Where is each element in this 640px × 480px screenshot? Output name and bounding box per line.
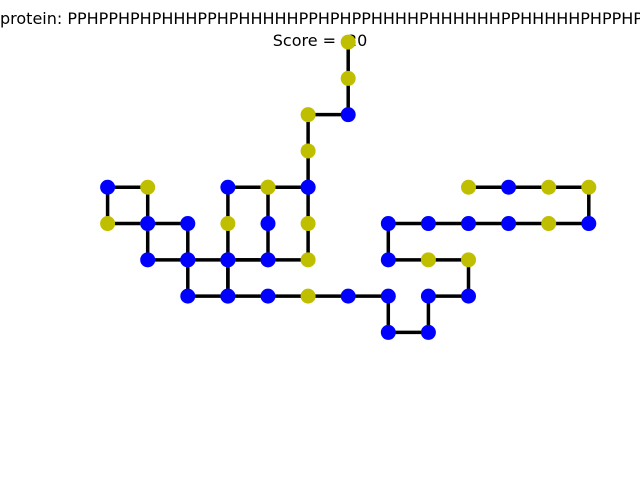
residue-h — [220, 252, 236, 268]
residue-h — [501, 216, 517, 232]
residue-h — [260, 216, 276, 232]
residue-p — [420, 252, 436, 268]
residue-p — [541, 216, 557, 232]
residue-h — [380, 324, 396, 340]
residue-p — [581, 179, 597, 195]
residue-h — [380, 216, 396, 232]
residue-h — [180, 288, 196, 304]
residue-p — [300, 288, 316, 304]
residue-h — [380, 288, 396, 304]
residue-h — [140, 252, 156, 268]
residue-h — [180, 252, 196, 268]
residue-h — [340, 288, 356, 304]
residue-p — [541, 179, 557, 195]
residue-h — [420, 216, 436, 232]
residue-p — [300, 216, 316, 232]
residue-p — [220, 216, 236, 232]
residue-h — [461, 216, 476, 232]
residue-h — [581, 216, 597, 232]
residue-h — [260, 288, 276, 304]
residue-p — [300, 143, 316, 159]
residue-h — [420, 324, 436, 340]
residue-h — [260, 252, 276, 268]
residue-h — [220, 179, 236, 195]
residue-p — [340, 34, 356, 50]
residue-layer — [100, 34, 597, 340]
residue-h — [501, 179, 517, 195]
residue-h — [380, 252, 396, 268]
residue-p — [100, 216, 116, 232]
residue-p — [300, 252, 316, 268]
residue-p — [300, 107, 316, 123]
residue-p — [340, 70, 356, 86]
residue-h — [220, 288, 236, 304]
residue-h — [420, 288, 436, 304]
residue-h — [340, 107, 356, 123]
residue-p — [140, 179, 156, 195]
residue-h — [300, 179, 316, 195]
residue-p — [260, 179, 276, 195]
residue-p — [461, 252, 476, 268]
residue-h — [100, 179, 116, 195]
residue-p — [461, 179, 476, 195]
residue-h — [461, 288, 476, 304]
protein-sequence-title: protein: PPHPPHPHPHHHPPHPHHHHHPPHPHPPHHH… — [0, 9, 640, 28]
residue-h — [140, 216, 156, 232]
residue-h — [180, 216, 196, 232]
